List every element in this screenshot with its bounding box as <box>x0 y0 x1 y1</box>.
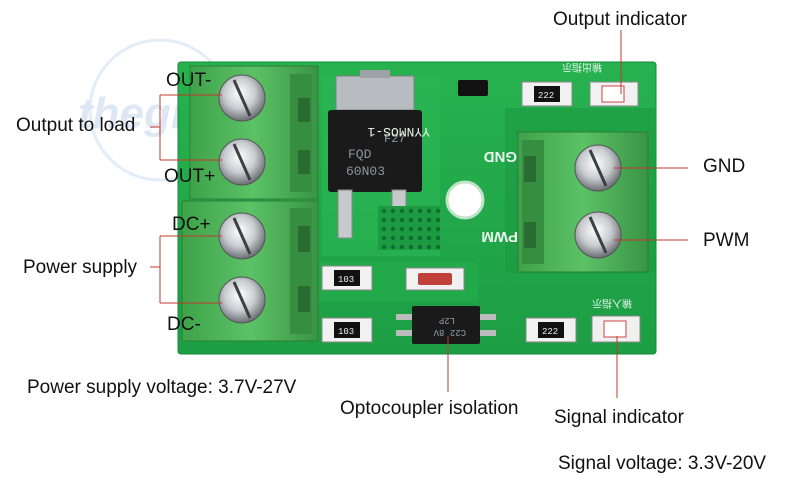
via-dot <box>426 208 432 214</box>
dc-minus-label: DC- <box>167 314 201 335</box>
output-terminal-block <box>189 65 319 200</box>
output-indicator-label: Output indicator <box>553 9 688 30</box>
via-dot <box>399 217 405 223</box>
via-dot <box>435 208 441 214</box>
small-transistor <box>458 80 488 96</box>
svg-text:输出指示: 输出指示 <box>562 61 602 74</box>
via-dot <box>408 244 414 250</box>
via-dot <box>390 244 396 250</box>
via-dot <box>381 217 387 223</box>
via-dot <box>417 235 423 241</box>
signal-indicator-label: Signal indicator <box>554 407 684 428</box>
via-dot <box>417 217 423 223</box>
via-dot <box>426 226 432 232</box>
via-dot <box>381 244 387 250</box>
gnd-label: GND <box>703 156 746 177</box>
via-dot <box>435 235 441 241</box>
via-dot <box>390 217 396 223</box>
out-minus-label: OUT- <box>166 70 212 91</box>
via-dot <box>426 217 432 223</box>
via-dot <box>408 235 414 241</box>
mosfet-marking-3: 60N03 <box>346 164 385 179</box>
via-dot <box>417 226 423 232</box>
power-voltage-label: Power supply voltage: 3.7V-27V <box>27 377 297 398</box>
mosfet: F27 FQD 60N03 <box>328 70 422 239</box>
via-dot <box>390 226 396 232</box>
dc-plus-label: DC+ <box>172 214 211 235</box>
optocoupler-label: Optocoupler isolation <box>340 398 519 419</box>
via-dot <box>381 208 387 214</box>
silk-gnd-text: GND <box>484 148 518 165</box>
via-dot <box>390 235 396 241</box>
resistor-bottom-left-marking: 103 <box>338 327 354 337</box>
via-dot <box>408 226 414 232</box>
via-dot <box>399 208 405 214</box>
resistor-top-marking: 222 <box>538 91 554 101</box>
power-supply-label: Power supply <box>23 257 138 278</box>
via-dot <box>408 217 414 223</box>
signal-voltage-label: Signal voltage: 3.3V-20V <box>558 453 767 474</box>
resistor-right-marking: 222 <box>542 327 558 337</box>
leader-lines <box>150 30 688 398</box>
pwm-label: PWM <box>703 230 750 251</box>
via-dot <box>435 226 441 232</box>
opto-marking-2: C22 8V <box>433 327 466 337</box>
via-dot <box>390 208 396 214</box>
opto-marking-1: L2P <box>439 315 455 325</box>
optocoupler-chip: L2P C22 8V <box>396 306 496 344</box>
via-dot <box>399 226 405 232</box>
via-dot <box>381 226 387 232</box>
output-to-load-label: Output to load <box>16 115 136 136</box>
via-dot <box>381 235 387 241</box>
mosfet-marking-2: FQD <box>348 147 372 162</box>
via-grid <box>378 206 441 250</box>
via-dot <box>408 208 414 214</box>
via-dot <box>435 244 441 250</box>
silk-model-text: YYNMOS-1 <box>367 124 430 139</box>
via-dot <box>399 244 405 250</box>
mounting-hole <box>445 180 485 220</box>
signal-terminal-block <box>517 131 649 273</box>
via-dot <box>417 208 423 214</box>
resistor-mid-left-marking: 103 <box>338 275 354 285</box>
out-plus-label: OUT+ <box>164 166 216 187</box>
via-dot <box>426 235 432 241</box>
via-dot <box>399 235 405 241</box>
via-dot <box>435 217 441 223</box>
via-dot <box>417 244 423 250</box>
svg-text:输入指示: 输入指示 <box>592 297 632 310</box>
mosfet-marking-1: F27 <box>384 132 406 146</box>
silk-pwm-text: PWM <box>481 228 518 245</box>
power-terminal-block <box>181 200 319 342</box>
via-dot <box>426 244 432 250</box>
